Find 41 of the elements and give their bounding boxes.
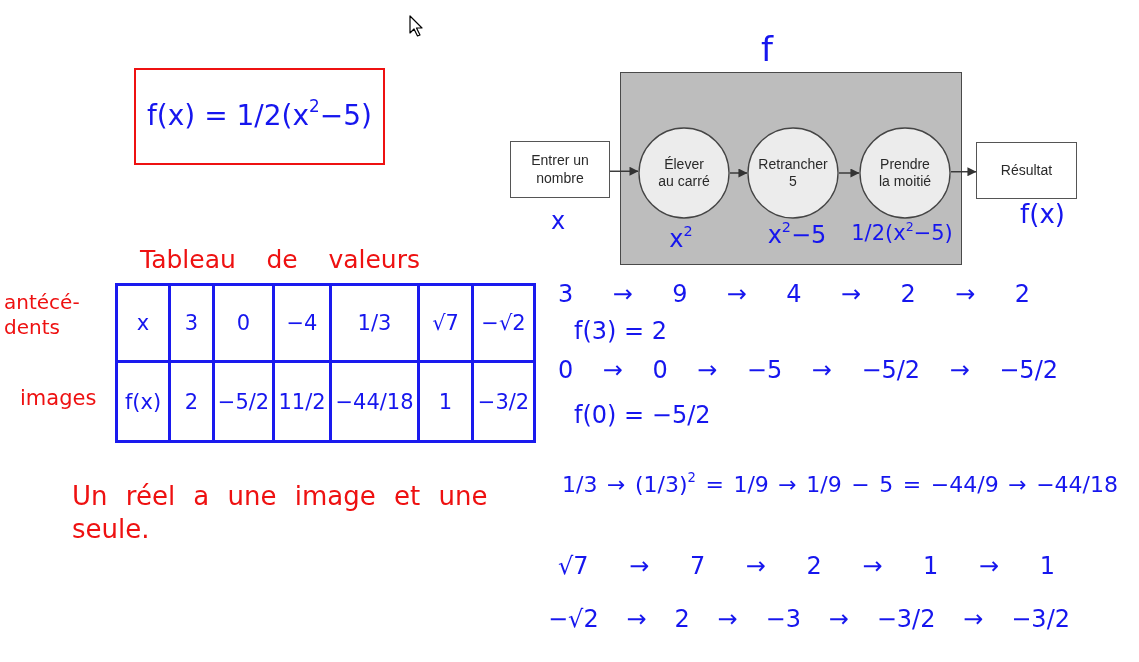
process-box: Résultat	[976, 142, 1077, 199]
arrow	[838, 168, 860, 178]
table-cell: −4	[273, 284, 331, 362]
expression-label: x$^{2}$	[669, 226, 693, 254]
expression-label: x	[550, 208, 566, 236]
arrow	[609, 166, 639, 176]
arrow	[729, 168, 748, 178]
table-cell: 11/2	[273, 361, 331, 442]
table-cell: 1	[418, 361, 473, 442]
table-cell: f(x)	[116, 361, 170, 442]
calculation-line: −√2 → 2 → −3 → −3/2 → −3/2	[548, 606, 1070, 634]
formula-box: f(x) = 1/2(x$^{2}$−5)	[134, 68, 385, 165]
step-circle: Élever au carré	[638, 127, 730, 219]
table-cell: −5/2	[213, 361, 274, 442]
note-text: Un réel a une image et une seule.	[72, 480, 489, 545]
table-cell: −3/2	[472, 361, 535, 442]
step-circle: Prendre la moitié	[859, 127, 951, 219]
arrow	[950, 167, 977, 177]
table-title: Tableau de valeurs	[140, 246, 420, 275]
step-circle: Retrancher 5	[747, 127, 839, 219]
expression-label: f(x)	[1020, 200, 1065, 230]
table-cell: √7	[418, 284, 473, 362]
table-cell: 3	[169, 284, 214, 362]
process-box: Entrer un nombre	[510, 141, 610, 198]
table-cell: 2	[169, 361, 214, 442]
table-cell: −√2	[472, 284, 535, 362]
calculation-line: f(3) = 2	[574, 318, 668, 346]
calculation-line: √7 → 7 → 2 → 1 → 1	[558, 553, 1055, 581]
table-cell: −44/18	[330, 361, 419, 442]
row-label: images	[20, 386, 97, 411]
calculation-line: f(0) = −5/2	[574, 402, 711, 430]
expression-label: x$^{2}$−5	[767, 222, 827, 250]
expression-label: 1/2(x$^{2}$−5)	[851, 221, 953, 246]
calculation-line: 0 → 0 → −5 → −5/2 → −5/2	[558, 357, 1058, 385]
table-cell: 0	[213, 284, 274, 362]
function-label: f	[761, 30, 773, 70]
table-cell: 1/3	[330, 284, 419, 362]
row-label: antécé- dents	[4, 290, 81, 340]
table-cell: x	[116, 284, 170, 362]
calculation-line: 1/3 → (1/3)$^{2}$ = 1/9 → 1/9 − 5 = −44/9 → −44/18	[562, 472, 1118, 498]
calculation-line: 3 → 9 → 4 → 2 → 2	[558, 281, 1030, 309]
